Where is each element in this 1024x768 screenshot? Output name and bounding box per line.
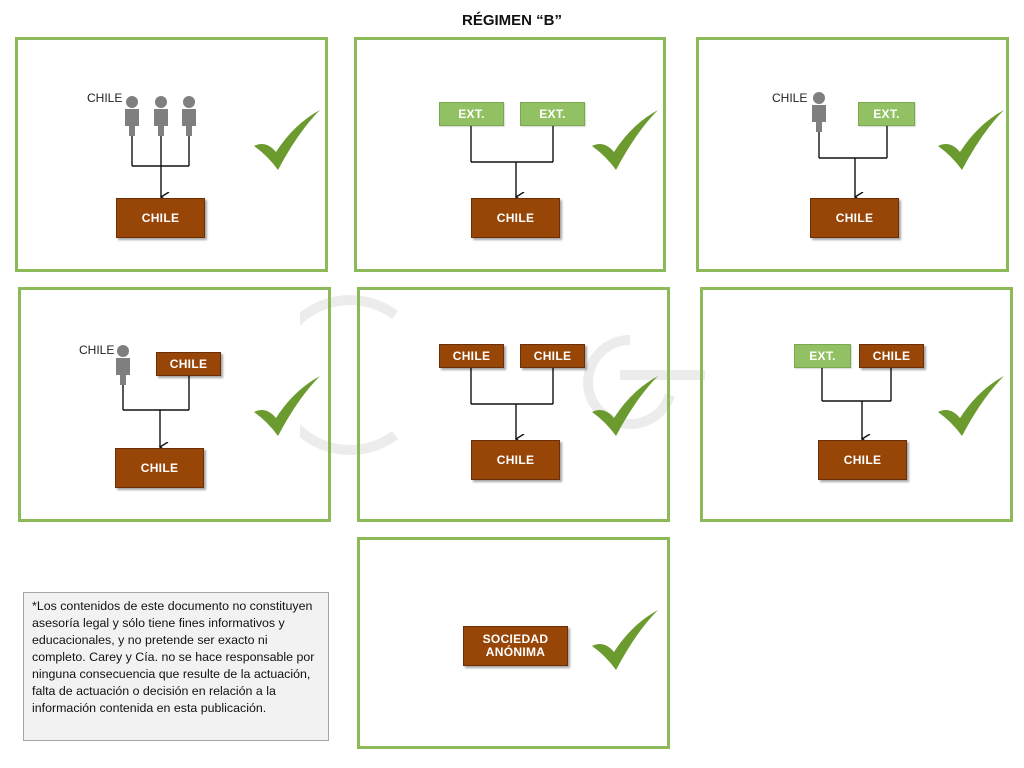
sociedad-anonima-box: SOCIEDAD ANÓNIMA (463, 626, 568, 666)
checkmark-icon (592, 376, 658, 436)
person-icon (812, 92, 826, 132)
disclaimer-text: *Los contenidos de este documento no con… (23, 592, 329, 741)
ext-box: EXT. (520, 102, 585, 126)
panel-6 (700, 287, 1013, 522)
chile-label: CHILE (87, 91, 123, 105)
sociedad-anonima-line2: ANÓNIMA (485, 645, 546, 659)
chile-box: CHILE (859, 344, 924, 368)
chile-company-box: CHILE (471, 440, 560, 480)
chile-company-box: CHILE (115, 448, 204, 488)
chile-box: CHILE (439, 344, 504, 368)
panel-4 (18, 287, 331, 522)
checkmark-icon (254, 110, 320, 170)
sociedad-anonima-line1: SOCIEDAD (482, 632, 549, 646)
chile-box: CHILE (156, 352, 221, 376)
chile-box: CHILE (520, 344, 585, 368)
chile-company-box: CHILE (471, 198, 560, 238)
checkmark-icon (592, 110, 658, 170)
chile-company-box: CHILE (810, 198, 899, 238)
panel-1 (15, 37, 328, 272)
page-title: RÉGIMEN “B” (461, 12, 562, 29)
ext-box: EXT. (858, 102, 915, 126)
panel-7 (357, 537, 670, 749)
panel-2 (354, 37, 666, 272)
checkmark-icon (592, 610, 658, 670)
chile-label: CHILE (772, 91, 808, 105)
ext-box: EXT. (794, 344, 851, 368)
checkmark-icon (254, 376, 320, 436)
chile-label: CHILE (79, 343, 115, 357)
checkmark-icon (938, 110, 1004, 170)
panel-3 (696, 37, 1009, 272)
panel-5 (357, 287, 670, 522)
person-icon (154, 96, 168, 136)
ext-box: EXT. (439, 102, 504, 126)
chile-company-box: CHILE (116, 198, 205, 238)
checkmark-icon (938, 376, 1004, 436)
person-icon (125, 96, 139, 136)
person-icon (182, 96, 196, 136)
person-icon (116, 345, 130, 385)
chile-company-box: CHILE (818, 440, 907, 480)
